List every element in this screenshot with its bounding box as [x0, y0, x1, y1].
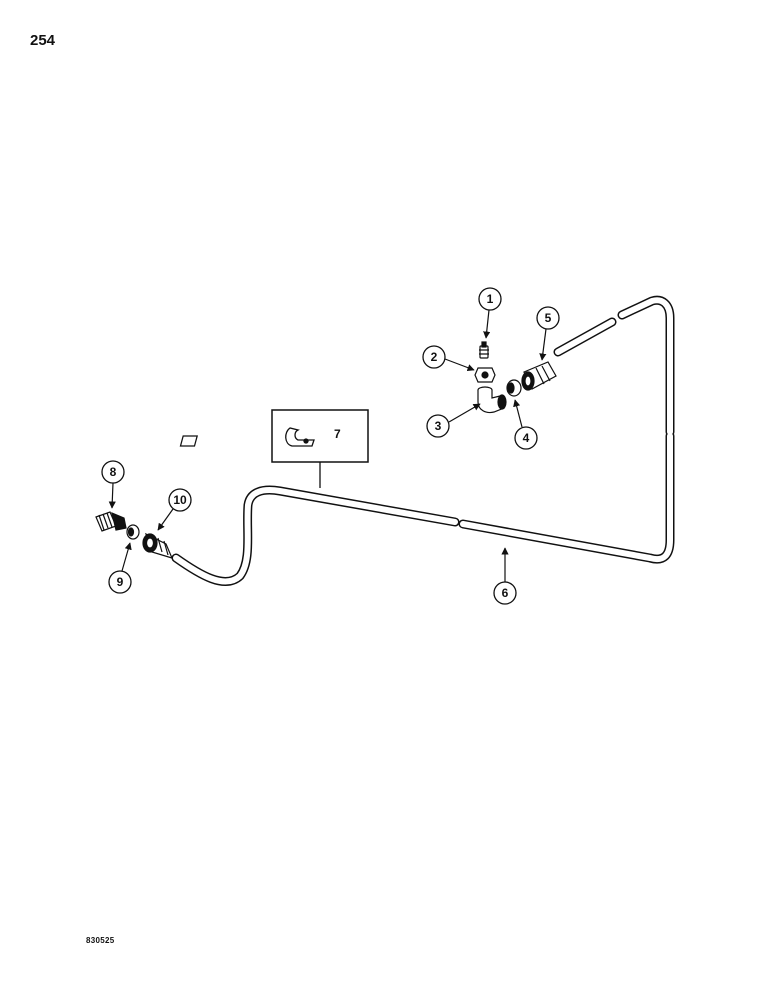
callout-9: 9: [108, 542, 132, 594]
callout-6: 6: [493, 547, 517, 605]
fitting-10-nut: [142, 532, 174, 559]
callout-4-label: 4: [523, 431, 530, 445]
callout-9-label: 9: [117, 575, 124, 589]
callout-1-label: 1: [487, 292, 494, 306]
callout-3: 3: [426, 403, 481, 438]
callout-8-label: 8: [110, 465, 117, 479]
callout-3-label: 3: [435, 419, 442, 433]
fitting-8-connector: [95, 511, 127, 532]
fitting-5-nut: [521, 361, 557, 391]
fitting-3-elbow: [477, 386, 507, 414]
callout-10: 10: [157, 488, 192, 531]
callout-5-label: 5: [545, 311, 552, 325]
clip-inset: 7: [179, 409, 369, 488]
callout-8: 8: [101, 460, 125, 509]
fitting-1-grease-nipple: [479, 341, 489, 359]
tube-assembly: [171, 295, 675, 586]
figure-code: 830525: [86, 936, 115, 945]
fitting-4-sleeve: [506, 379, 522, 397]
page-number: 254: [30, 32, 56, 49]
callout-10-label: 10: [173, 493, 187, 507]
callout-7-label: 7: [334, 427, 341, 441]
callout-5: 5: [536, 306, 560, 361]
callout-6-label: 6: [502, 586, 509, 600]
clip-icon: [179, 427, 315, 447]
callout-4: 4: [513, 399, 538, 450]
callout-1: 1: [478, 287, 502, 339]
fitting-2-hex-adapter: [474, 367, 496, 383]
fitting-9-sleeve: [126, 524, 140, 540]
callout-2: 2: [422, 345, 475, 372]
callout-2-label: 2: [431, 350, 438, 364]
